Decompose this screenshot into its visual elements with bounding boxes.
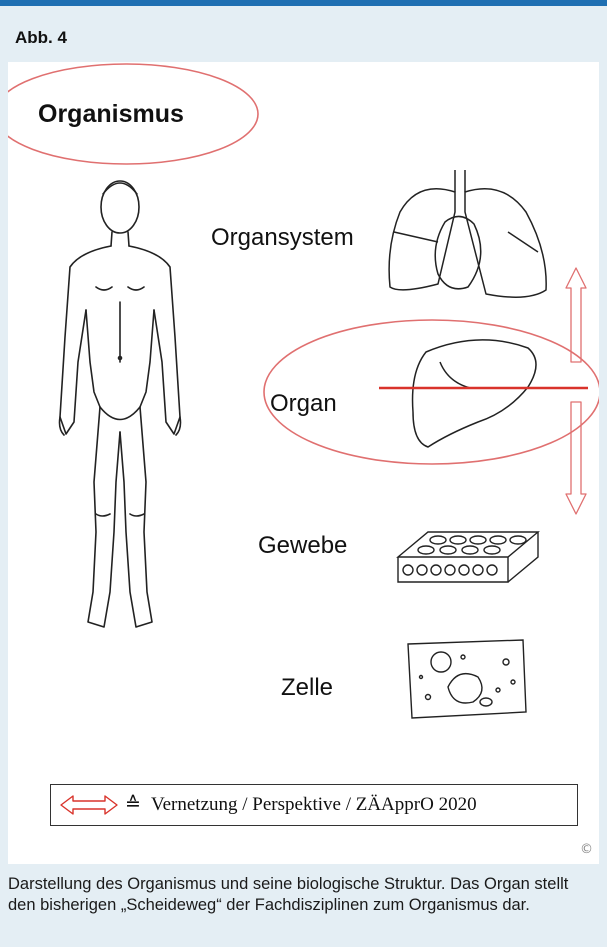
liver-illustration bbox=[413, 340, 536, 447]
legend-equivalence-symbol: ≙ bbox=[125, 793, 141, 815]
label-gewebe: Gewebe bbox=[258, 532, 347, 560]
figure-caption: Darstellung des Organismus und seine bio… bbox=[8, 874, 600, 916]
cell-illustration bbox=[408, 640, 526, 718]
label-zelle: Zelle bbox=[281, 674, 333, 702]
diagram-panel: Organismus Organsystem Organ Gewebe Zell… bbox=[8, 62, 599, 864]
label-organsystem: Organsystem bbox=[211, 224, 354, 252]
tissue-illustration bbox=[398, 532, 538, 582]
legend-box: ≙ Vernetzung / Perspektive / ZÄApprO 202… bbox=[50, 784, 578, 826]
human-figure-illustration bbox=[60, 181, 181, 627]
figure-label: Abb. 4 bbox=[15, 28, 67, 48]
accent-rule bbox=[0, 0, 607, 6]
lungs-illustration bbox=[389, 170, 546, 297]
double-arrow-icon bbox=[59, 793, 119, 817]
legend-text: Vernetzung / Perspektive / ZÄApprO 2020 bbox=[151, 794, 477, 816]
diagram-artwork bbox=[8, 62, 599, 864]
vertical-perspective-arrow bbox=[566, 268, 586, 514]
label-organ: Organ bbox=[270, 390, 337, 418]
copyright-mark: © bbox=[580, 842, 593, 857]
label-organismus: Organismus bbox=[38, 100, 184, 129]
